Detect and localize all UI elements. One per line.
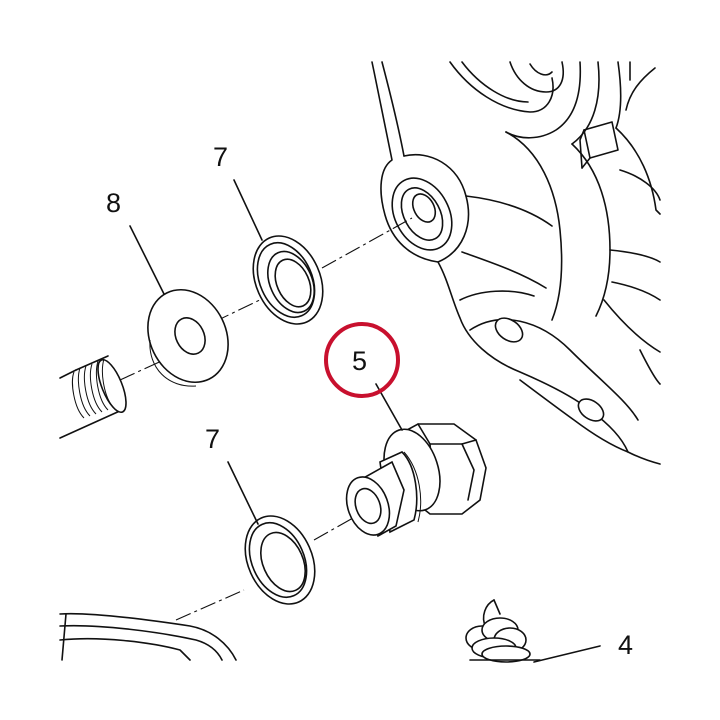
washer-8 (147, 288, 229, 387)
seal-7-top (252, 235, 324, 325)
callout-4: 4 (618, 630, 633, 660)
callout-7-bottom: 7 (205, 424, 220, 454)
spring-4 (465, 599, 541, 663)
seal-7-bottom (244, 515, 316, 605)
leader-lines (129, 179, 601, 663)
bushing-5 (345, 423, 487, 538)
threaded-bolt (59, 355, 127, 439)
frame-bracket (371, 61, 661, 465)
assembly-axis-lines (119, 217, 413, 621)
highlight-circle (324, 322, 400, 398)
callout-8: 8 (106, 188, 121, 218)
lower-plate (59, 612, 237, 661)
callout-5: 5 (352, 346, 367, 376)
callout-7-top: 7 (213, 142, 228, 172)
